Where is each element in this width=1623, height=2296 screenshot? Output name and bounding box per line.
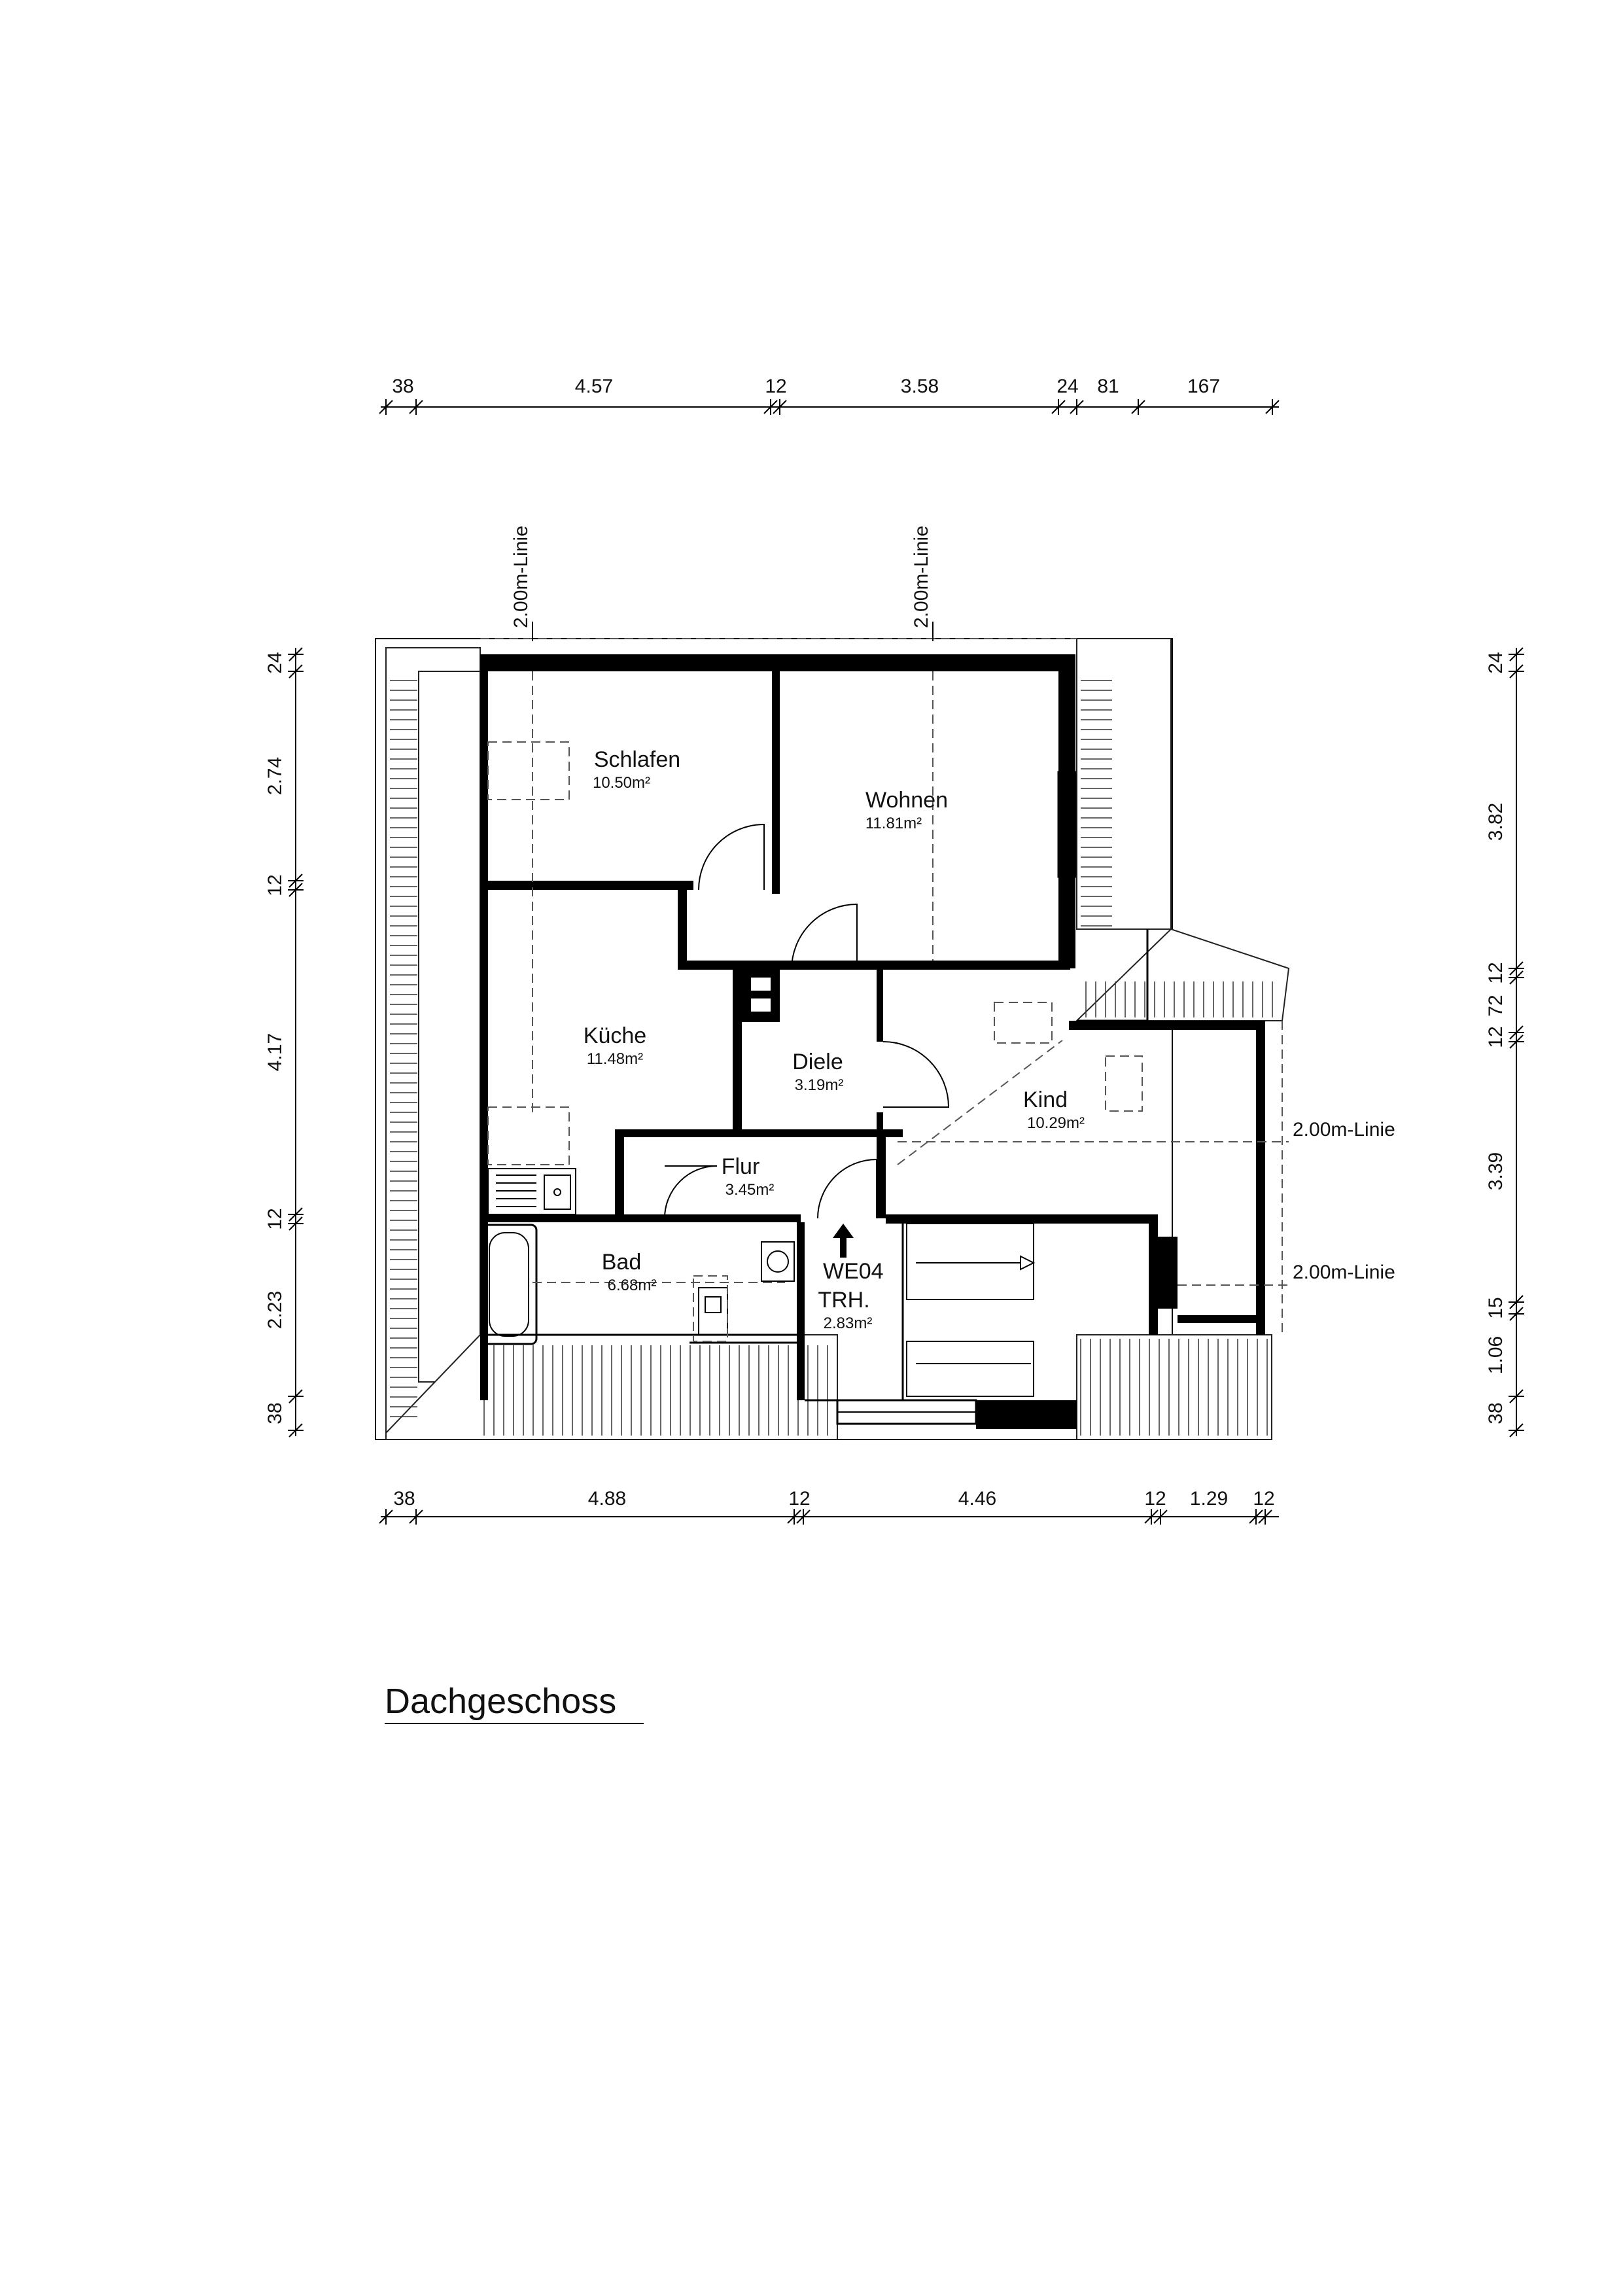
dim-right-2: 12	[1485, 962, 1507, 983]
dim-left-5: 2.23	[264, 1291, 286, 1329]
room-flur: Flur 3.45m²	[722, 1154, 775, 1199]
dim-bottom-4: 12	[1144, 1488, 1166, 1510]
dim-top-1: 4.57	[575, 376, 613, 397]
room-area-bad: 6.68m²	[608, 1277, 657, 1294]
room-area-schlafen: 10.50m²	[593, 774, 650, 792]
dim-top-2: 12	[765, 376, 786, 397]
room-area-diele: 3.19m²	[795, 1076, 844, 1094]
dim-bottom-2: 12	[788, 1488, 810, 1510]
room-name-kueche: Küche	[584, 1023, 646, 1048]
dim-top-3: 3.58	[901, 376, 939, 397]
room-diele: Diele 3.19m²	[792, 1050, 843, 1094]
dim-right-7: 1.06	[1485, 1336, 1507, 1374]
roof-hatching	[390, 680, 1273, 1436]
two-meter-lines	[532, 622, 1289, 1286]
kitchen-counter	[487, 1168, 576, 1215]
room-schlafen: Schlafen 10.50m²	[593, 747, 680, 792]
room-name-kind: Kind	[1023, 1087, 1068, 1112]
doors	[664, 823, 950, 1219]
room-name-wohnen: Wohnen	[865, 788, 948, 813]
dim-right-4: 12	[1485, 1026, 1507, 1048]
two-meter-line-label-right-lower: 2.00m-Linie	[1293, 1262, 1395, 1283]
page-title: Dachgeschoss	[385, 1682, 616, 1721]
walls	[480, 654, 1265, 1429]
room-area-trh: 2.83m²	[824, 1315, 873, 1332]
dim-right-0: 24	[1485, 652, 1507, 673]
dim-bottom-1: 4.88	[588, 1488, 626, 1510]
dim-right-6: 15	[1485, 1297, 1507, 1318]
dim-left-0: 24	[264, 652, 286, 673]
dim-top-4: 24	[1056, 376, 1078, 397]
room-trh: TRH. 2.83m²	[818, 1288, 872, 1332]
bottom-dimension-chain: 38 4.88 12 4.46 12 1.29 12	[379, 1488, 1279, 1525]
dim-right-8: 38	[1485, 1402, 1507, 1424]
staircase	[906, 1223, 1036, 1397]
thin-walls	[480, 771, 1149, 1425]
room-bad: Bad 6.68m²	[602, 1250, 657, 1294]
skylights	[487, 741, 1143, 1342]
dim-left-4: 12	[264, 1208, 286, 1229]
two-meter-line-label-right-upper: 2.00m-Linie	[1293, 1119, 1395, 1140]
dim-left-1: 2.74	[264, 757, 286, 795]
two-meter-line-label-center: 2.00m-Linie	[911, 525, 932, 628]
two-meter-line-label-left: 2.00m-Linie	[510, 525, 532, 628]
dim-top-5: 81	[1097, 376, 1119, 397]
room-name-bad: Bad	[602, 1250, 642, 1275]
top-dimension-chain: 38 4.57 12 3.58 24 81 167	[379, 376, 1280, 415]
dim-right-3: 72	[1485, 995, 1507, 1016]
entrance-arrow-icon	[833, 1224, 854, 1258]
dim-bottom-6: 12	[1253, 1488, 1274, 1510]
dim-bottom-3: 4.46	[958, 1488, 996, 1510]
toilet	[698, 1287, 728, 1335]
right-dimension-chain: 24 3.82 12 72 12 3.39 15 1.06 38	[1485, 647, 1524, 1438]
dim-left-6: 38	[264, 1402, 286, 1424]
dim-right-5: 3.39	[1485, 1152, 1507, 1190]
room-name-diele: Diele	[792, 1050, 843, 1074]
room-wohnen: Wohnen 11.81m²	[865, 788, 948, 832]
room-name-schlafen: Schlafen	[594, 747, 680, 772]
room-kueche: Küche 11.48m²	[584, 1023, 646, 1068]
entrance-unit-label: WE04	[823, 1259, 884, 1284]
dim-bottom-0: 38	[393, 1488, 415, 1510]
room-area-flur: 3.45m²	[725, 1181, 775, 1199]
room-area-kueche: 11.48m²	[587, 1050, 643, 1068]
dim-top-6: 167	[1187, 376, 1220, 397]
room-area-wohnen: 11.81m²	[865, 815, 922, 832]
dashed-roof-edges	[480, 638, 1283, 1335]
dim-left-2: 12	[264, 874, 286, 896]
dim-left-3: 4.17	[264, 1033, 286, 1071]
room-name-flur: Flur	[722, 1154, 760, 1179]
left-dimension-chain: 24 2.74 12 4.17 12 2.23 38	[264, 647, 304, 1438]
dim-right-1: 3.82	[1485, 803, 1507, 841]
bathtub	[480, 1224, 538, 1345]
room-area-kind: 10.29m²	[1027, 1114, 1085, 1132]
room-kind: Kind 10.29m²	[1023, 1087, 1085, 1132]
washbasin	[761, 1241, 795, 1282]
room-name-trh: TRH.	[818, 1288, 869, 1313]
dim-top-0: 38	[392, 376, 413, 397]
dim-bottom-5: 1.29	[1190, 1488, 1228, 1510]
